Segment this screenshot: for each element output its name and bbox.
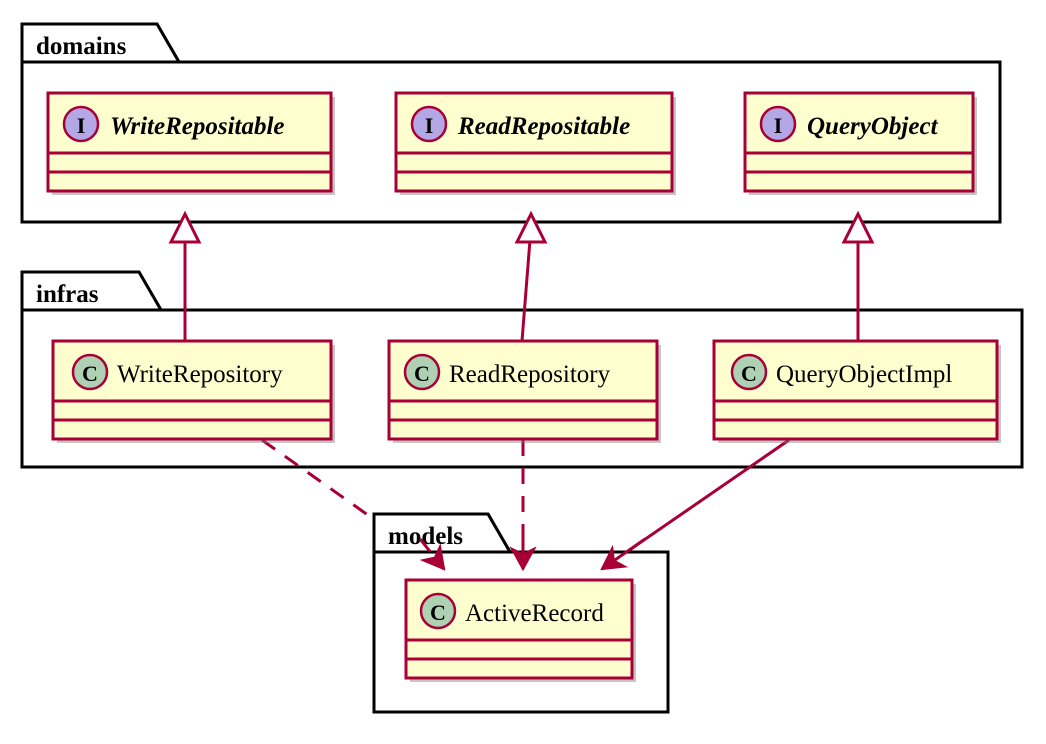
class-stereotype-letter: C <box>430 600 446 625</box>
node-writerepository-label: WriteRepository <box>117 361 283 388</box>
node-readrepositable[interactable]: I ReadRepositable <box>394 91 676 195</box>
node-writerepositable-box <box>46 91 333 193</box>
package-domains-label: domains <box>36 33 127 60</box>
class-circle-icon <box>71 353 109 391</box>
edge-write-depends-activerecord <box>261 438 446 571</box>
edge-read-implements <box>514 210 548 342</box>
node-readrepository-label: ReadRepository <box>449 361 611 388</box>
node-queryobjectimpl[interactable]: C QueryObjectImpl <box>712 339 1001 443</box>
edge-write-implements-triangle-head <box>168 210 202 244</box>
class-circle-icon <box>403 353 441 391</box>
arrowheads-overlay <box>418 537 646 572</box>
interface-circle-icon <box>62 105 100 143</box>
class-circle-icon <box>730 353 768 391</box>
node-writerepositable[interactable]: I WriteRepositable <box>46 91 335 195</box>
package-domains-tab <box>20 22 182 64</box>
node-writerepository[interactable]: C WriteRepository <box>51 339 335 443</box>
node-writerepositable-label: WriteRepositable <box>110 113 285 140</box>
class-stereotype-letter: C <box>414 361 430 386</box>
node-queryobject[interactable]: I QueryObject <box>743 91 977 195</box>
edge-query-implements-triangle-head <box>841 210 875 244</box>
edge-query-implements <box>841 210 875 341</box>
interface-circle-icon <box>759 105 797 143</box>
edge-write-depends-line <box>261 438 446 571</box>
node-readrepositable-box <box>394 91 674 193</box>
interface-stereotype-letter: I <box>774 113 783 138</box>
node-queryobject-label: QueryObject <box>807 113 939 140</box>
package-infras-tab <box>20 270 164 312</box>
edge-write-implements <box>168 210 202 341</box>
node-activerecord-label: ActiveRecord <box>465 600 604 627</box>
interface-stereotype-letter: I <box>425 113 434 138</box>
node-readrepository-box <box>387 339 659 441</box>
interface-circle-icon <box>410 105 448 143</box>
edge-query-association-head-overlay <box>600 537 646 571</box>
class-stereotype-letter: C <box>82 361 98 386</box>
package-infras-label: infras <box>36 281 99 308</box>
interface-stereotype-letter: I <box>77 113 86 138</box>
edge-write-depends-head-overlay <box>418 538 446 571</box>
edge-read-implements-line <box>520 239 532 342</box>
node-readrepository[interactable]: C ReadRepository <box>387 339 661 443</box>
node-activerecord[interactable]: C ActiveRecord <box>404 578 636 682</box>
class-stereotype-letter: C <box>741 361 757 386</box>
node-queryobjectimpl-label: QueryObjectImpl <box>776 361 952 388</box>
node-readrepositable-label: ReadRepositable <box>457 113 630 140</box>
class-circle-icon <box>419 592 457 630</box>
node-queryobjectimpl-box <box>712 339 999 441</box>
edge-read-implements-triangle-head <box>514 210 548 244</box>
